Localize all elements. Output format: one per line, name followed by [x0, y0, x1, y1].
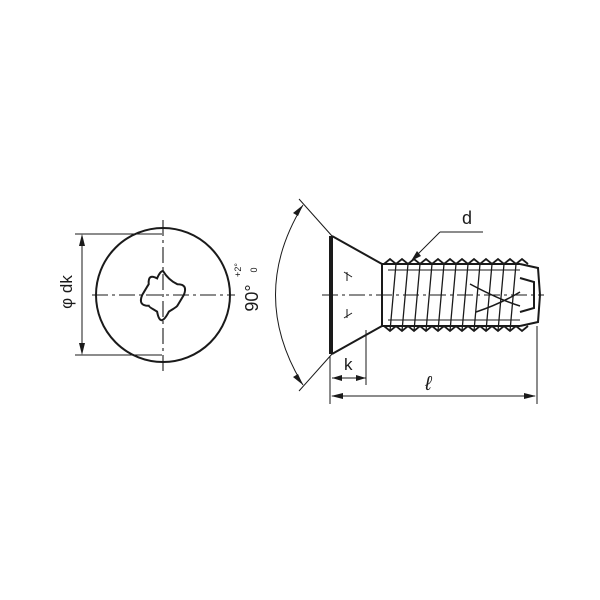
- dk-arrow-bottom: [79, 343, 85, 355]
- recess-depth-marks: [343, 271, 353, 319]
- angle-arrow-top: [293, 205, 303, 216]
- k-label: k: [344, 355, 353, 374]
- length-arrow-right: [524, 393, 536, 399]
- countersunk-head: [329, 235, 383, 355]
- hexalobular-recess: [139, 269, 187, 322]
- d-leader-arrow: [411, 251, 421, 261]
- thread-crests-bottom: [383, 324, 529, 333]
- screw-side-view: [322, 235, 544, 355]
- d-label: d: [462, 208, 472, 228]
- head-height-k-dimension: k: [332, 330, 367, 385]
- drill-flute: [469, 283, 521, 313]
- angle-value-label: 90°: [242, 284, 262, 311]
- length-arrow-left: [331, 393, 343, 399]
- diameter-dk-dimension: φ dk: [57, 233, 162, 356]
- thread-helix-lines: [389, 263, 517, 332]
- angle-tolerance-upper: +2°: [233, 263, 243, 277]
- angle-tolerance-lower: 0: [249, 267, 259, 272]
- angle-arrow-bottom: [293, 374, 303, 385]
- countersink-angle-dimension: 90° +2° 0: [233, 198, 333, 392]
- length-dimension: ℓ: [329, 326, 538, 404]
- dk-arrow-top: [79, 234, 85, 246]
- angle-extension-top: [298, 198, 333, 237]
- k-arrow-left: [332, 375, 342, 381]
- length-label: ℓ: [424, 373, 433, 395]
- drill-point-tip: [519, 263, 542, 327]
- head-front-view: [92, 220, 235, 371]
- k-arrow-right: [356, 375, 366, 381]
- thread-diameter-callout: d: [411, 208, 483, 261]
- angle-arc: [275, 204, 304, 386]
- angle-extension-bottom: [298, 353, 333, 392]
- dk-label: φ dk: [57, 275, 76, 309]
- thread-root-lines: [388, 269, 520, 321]
